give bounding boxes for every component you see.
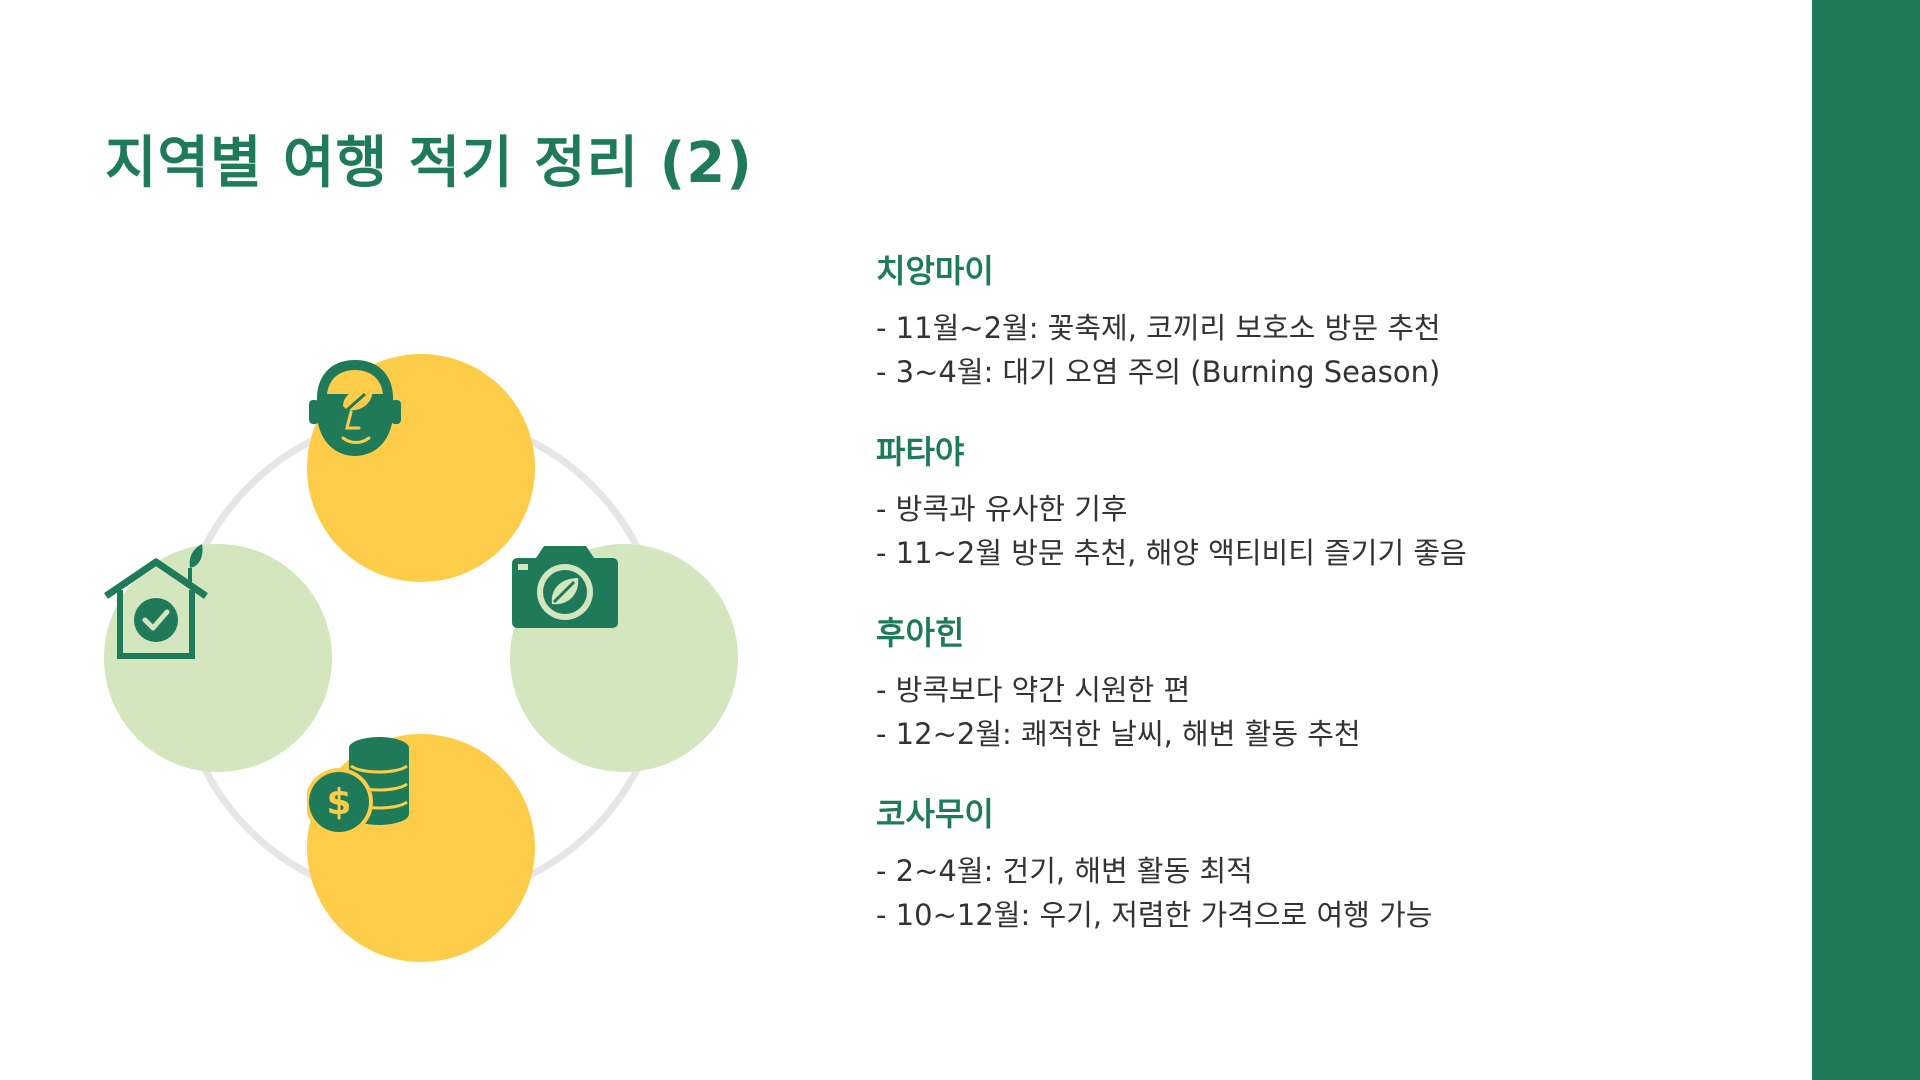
region-detail-line: - 12~2월: 쾌적한 날씨, 해변 활동 추천 bbox=[876, 717, 1361, 751]
slide-title: 지역별 여행 적기 정리 (2) bbox=[105, 131, 753, 196]
region-name: 파타야 bbox=[876, 433, 965, 471]
coins-circle: $ bbox=[307, 734, 535, 962]
eco-person-icon bbox=[309, 360, 401, 456]
region-detail-line: - 3~4월: 대기 오염 주의 (Burning Season) bbox=[876, 355, 1441, 389]
eco-home-check-icon bbox=[104, 544, 208, 659]
region-details: - 방콕과 유사한 기후 - 11~2월 방문 추천, 해양 액티비티 즐기기 … bbox=[876, 487, 1756, 575]
region-details: - 11월~2월: 꽃축제, 코끼리 보호소 방문 추천 - 3~4월: 대기 … bbox=[876, 306, 1756, 394]
region-detail-line: - 2~4월: 건기, 해변 활동 최적 bbox=[876, 854, 1253, 888]
region-kohsamui: 코사무이 - 2~4월: 건기, 해변 활동 최적 - 10~12월: 우기, … bbox=[876, 793, 1756, 937]
region-detail-line: - 11~2월 방문 추천, 해양 액티비티 즐기기 좋음 bbox=[876, 536, 1467, 570]
region-chiangmai: 치앙마이 - 11월~2월: 꽃축제, 코끼리 보호소 방문 추천 - 3~4월… bbox=[876, 250, 1756, 394]
svg-text:$: $ bbox=[326, 782, 351, 823]
region-detail-line: - 방콕보다 약간 시원한 편 bbox=[876, 673, 1191, 707]
region-huahin: 후아힌 - 방콕보다 약간 시원한 편 - 12~2월: 쾌적한 날씨, 해변 … bbox=[876, 612, 1756, 756]
coins-dollar-icon: $ bbox=[307, 737, 409, 834]
region-pattaya: 파타야 - 방콕과 유사한 기후 - 11~2월 방문 추천, 해양 액티비티 … bbox=[876, 431, 1756, 575]
region-name: 코사무이 bbox=[876, 795, 994, 833]
icon-cycle-diagram: $ bbox=[100, 350, 745, 970]
eco-person-circle bbox=[307, 354, 535, 582]
region-name: 후아힌 bbox=[876, 614, 965, 652]
region-details: - 방콕보다 약간 시원한 편 - 12~2월: 쾌적한 날씨, 해변 활동 추… bbox=[876, 668, 1756, 756]
eco-camera-circle bbox=[510, 544, 738, 772]
right-accent-bar bbox=[1812, 0, 1920, 1080]
region-name: 치앙마이 bbox=[876, 252, 994, 290]
region-details: - 2~4월: 건기, 해변 활동 최적 - 10~12월: 우기, 저렴한 가… bbox=[876, 849, 1756, 937]
eco-camera-icon bbox=[512, 546, 618, 628]
region-detail-line: - 11월~2월: 꽃축제, 코끼리 보호소 방문 추천 bbox=[876, 311, 1441, 345]
region-list: 치앙마이 - 11월~2월: 꽃축제, 코끼리 보호소 방문 추천 - 3~4월… bbox=[876, 250, 1756, 974]
region-detail-line: - 방콕과 유사한 기후 bbox=[876, 492, 1128, 526]
eco-home-circle bbox=[104, 544, 332, 772]
region-detail-line: - 10~12월: 우기, 저렴한 가격으로 여행 가능 bbox=[876, 898, 1433, 932]
